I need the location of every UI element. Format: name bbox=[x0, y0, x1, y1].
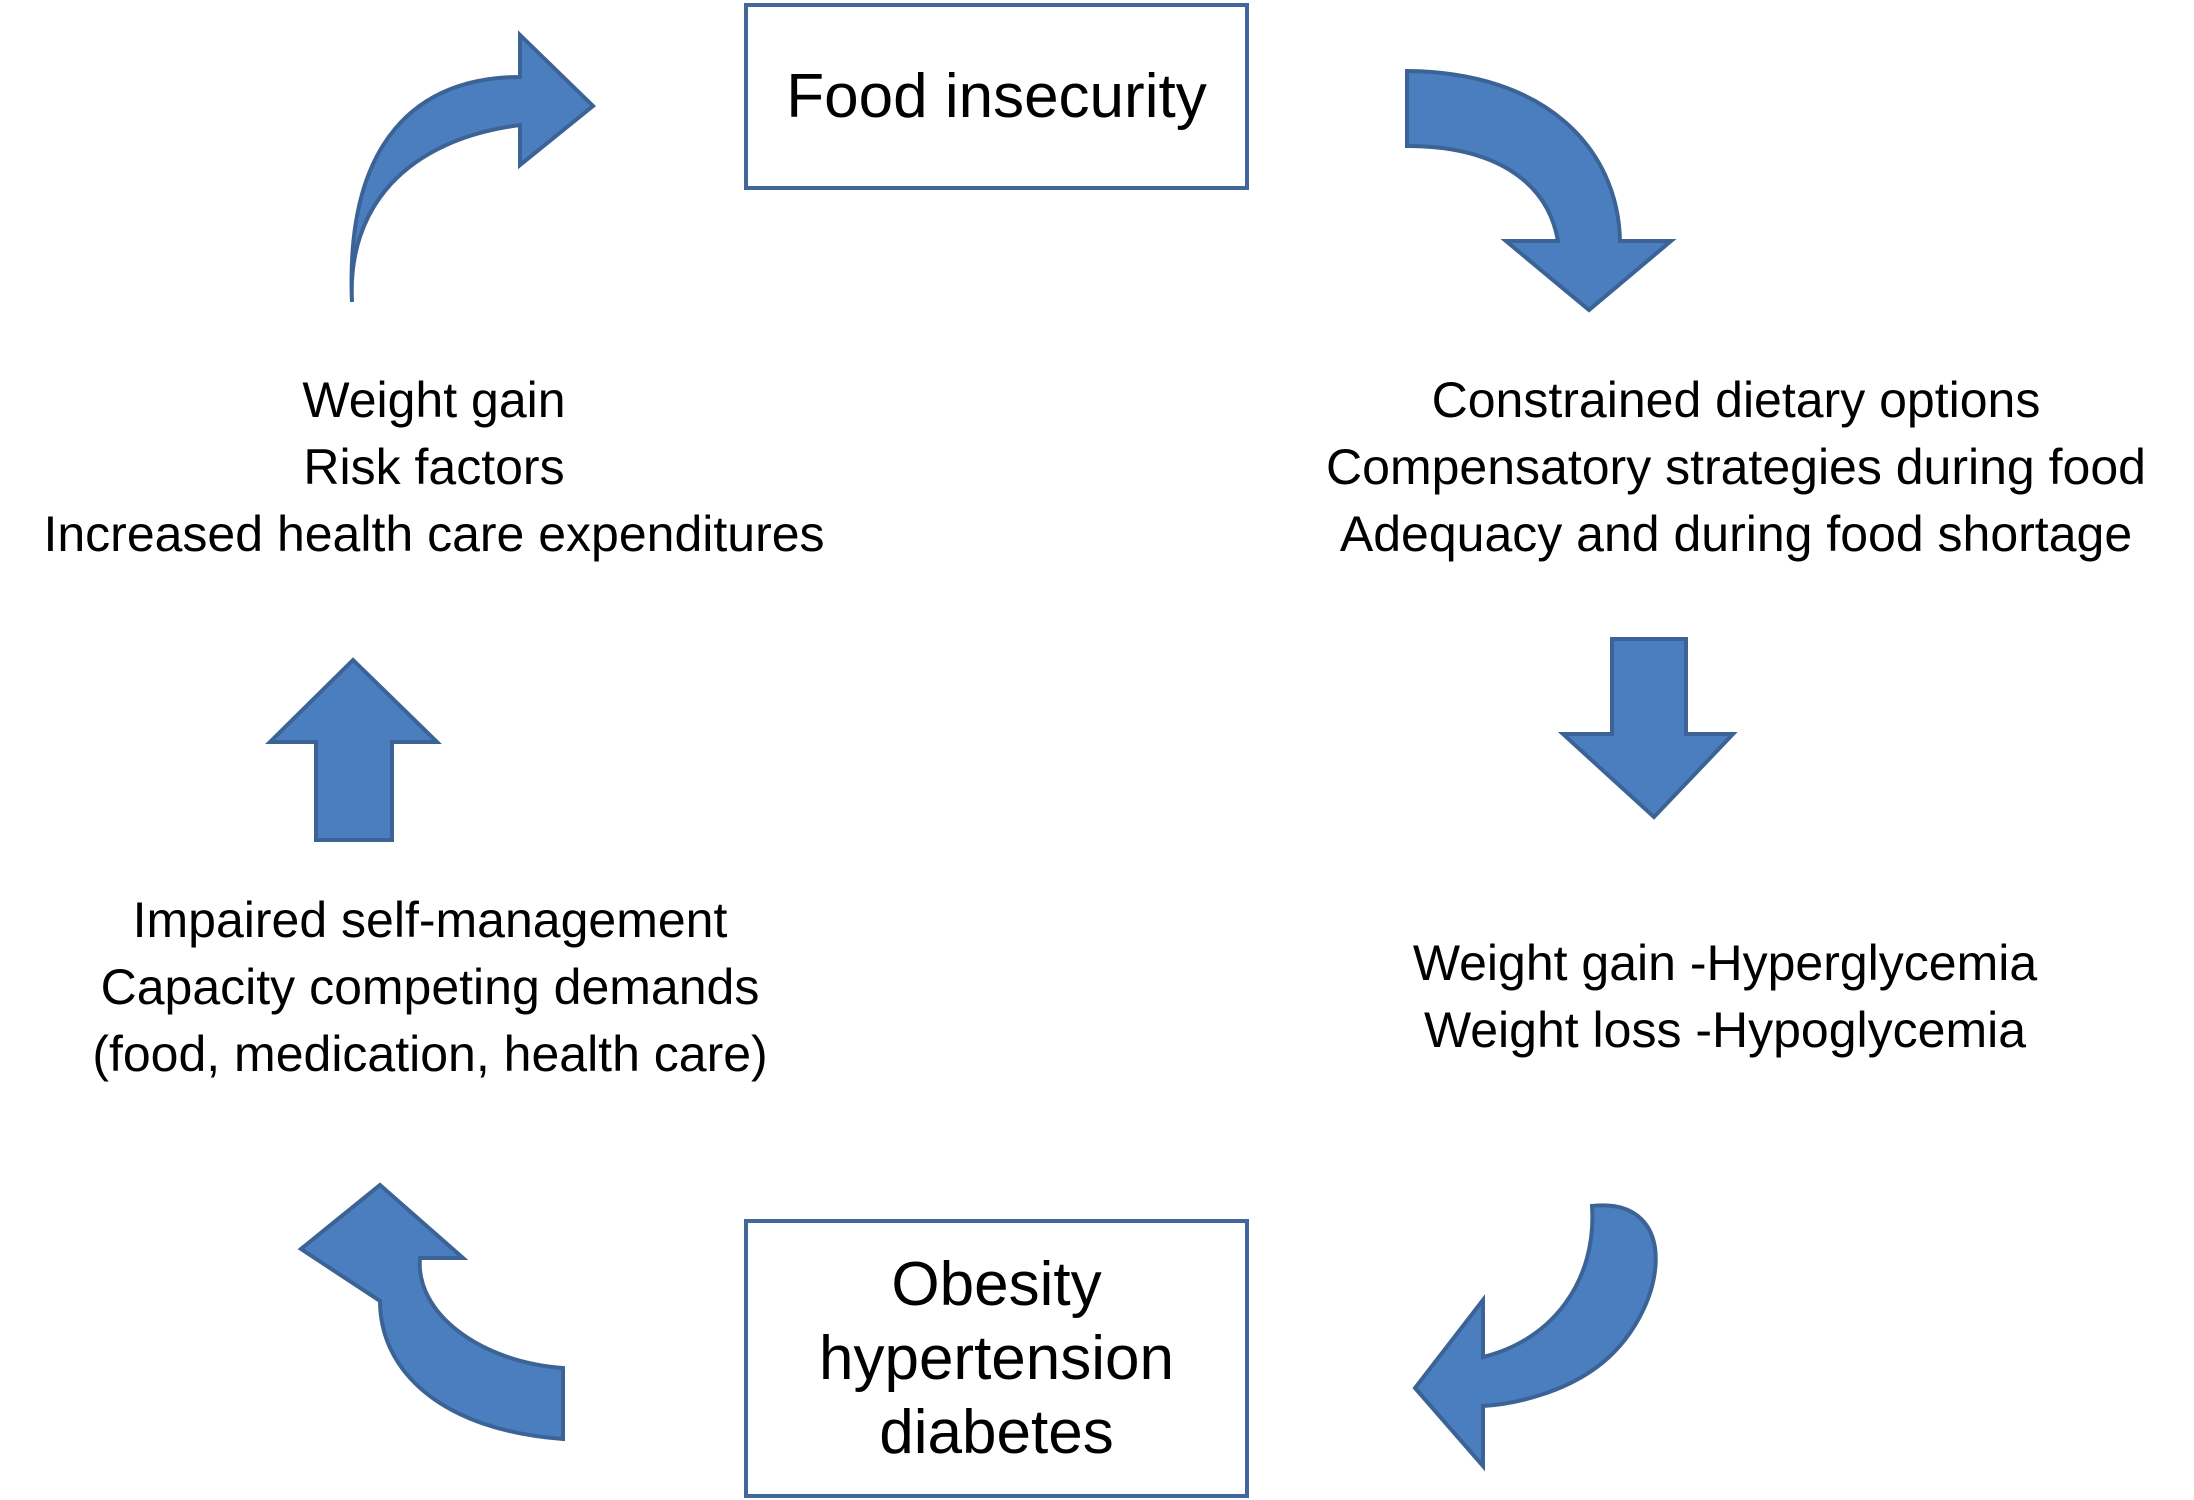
arrow-down-icon bbox=[1557, 637, 1738, 820]
top-right-line-2: Compensatory strategies during food bbox=[1326, 439, 2146, 495]
food-insecurity-box: Food insecurity bbox=[744, 3, 1249, 190]
box-top-line-1: Food insecurity bbox=[786, 61, 1207, 131]
arrow-up-icon bbox=[265, 657, 442, 842]
top-left-line-1: Weight gain bbox=[302, 372, 566, 428]
top-right-line-1: Constrained dietary options bbox=[1431, 372, 2041, 428]
bottom-right-line-1: Weight gain -Hyperglycemia bbox=[1412, 935, 2038, 991]
curved-arrow-right-down-icon bbox=[1405, 68, 1677, 313]
bottom-left-line-2: Capacity competing demands bbox=[100, 959, 760, 1015]
box-bottom-line-3: diabetes bbox=[879, 1397, 1114, 1467]
bottom-left-line-3: (food, medication, health care) bbox=[92, 1026, 768, 1082]
top-right-line-3: Adequacy and during food shortage bbox=[1339, 506, 2133, 562]
box-bottom-line-1: Obesity bbox=[891, 1249, 1102, 1319]
bottom-right-text-block: Weight gain -Hyperglycemia Weight loss -… bbox=[1325, 930, 2125, 1064]
curved-arrow-left-up-icon bbox=[297, 1182, 565, 1442]
bottom-right-line-2: Weight loss -Hypoglycemia bbox=[1423, 1002, 2027, 1058]
bottom-left-text-block: Impaired self-management Capacity compet… bbox=[20, 887, 840, 1088]
top-left-line-2: Risk factors bbox=[303, 439, 565, 495]
curved-arrow-down-left-icon bbox=[1412, 1203, 1658, 1472]
curved-arrow-up-right-icon bbox=[349, 30, 597, 303]
box-bottom-line-2: hypertension bbox=[818, 1323, 1175, 1393]
top-left-line-3: Increased health care expenditures bbox=[43, 506, 825, 562]
bottom-left-line-1: Impaired self-management bbox=[132, 892, 728, 948]
outcomes-box: Obesity hypertension diabetes bbox=[744, 1219, 1249, 1498]
top-right-text-block: Constrained dietary options Compensatory… bbox=[1278, 367, 2194, 568]
top-left-text-block: Weight gain Risk factors Increased healt… bbox=[0, 367, 868, 568]
